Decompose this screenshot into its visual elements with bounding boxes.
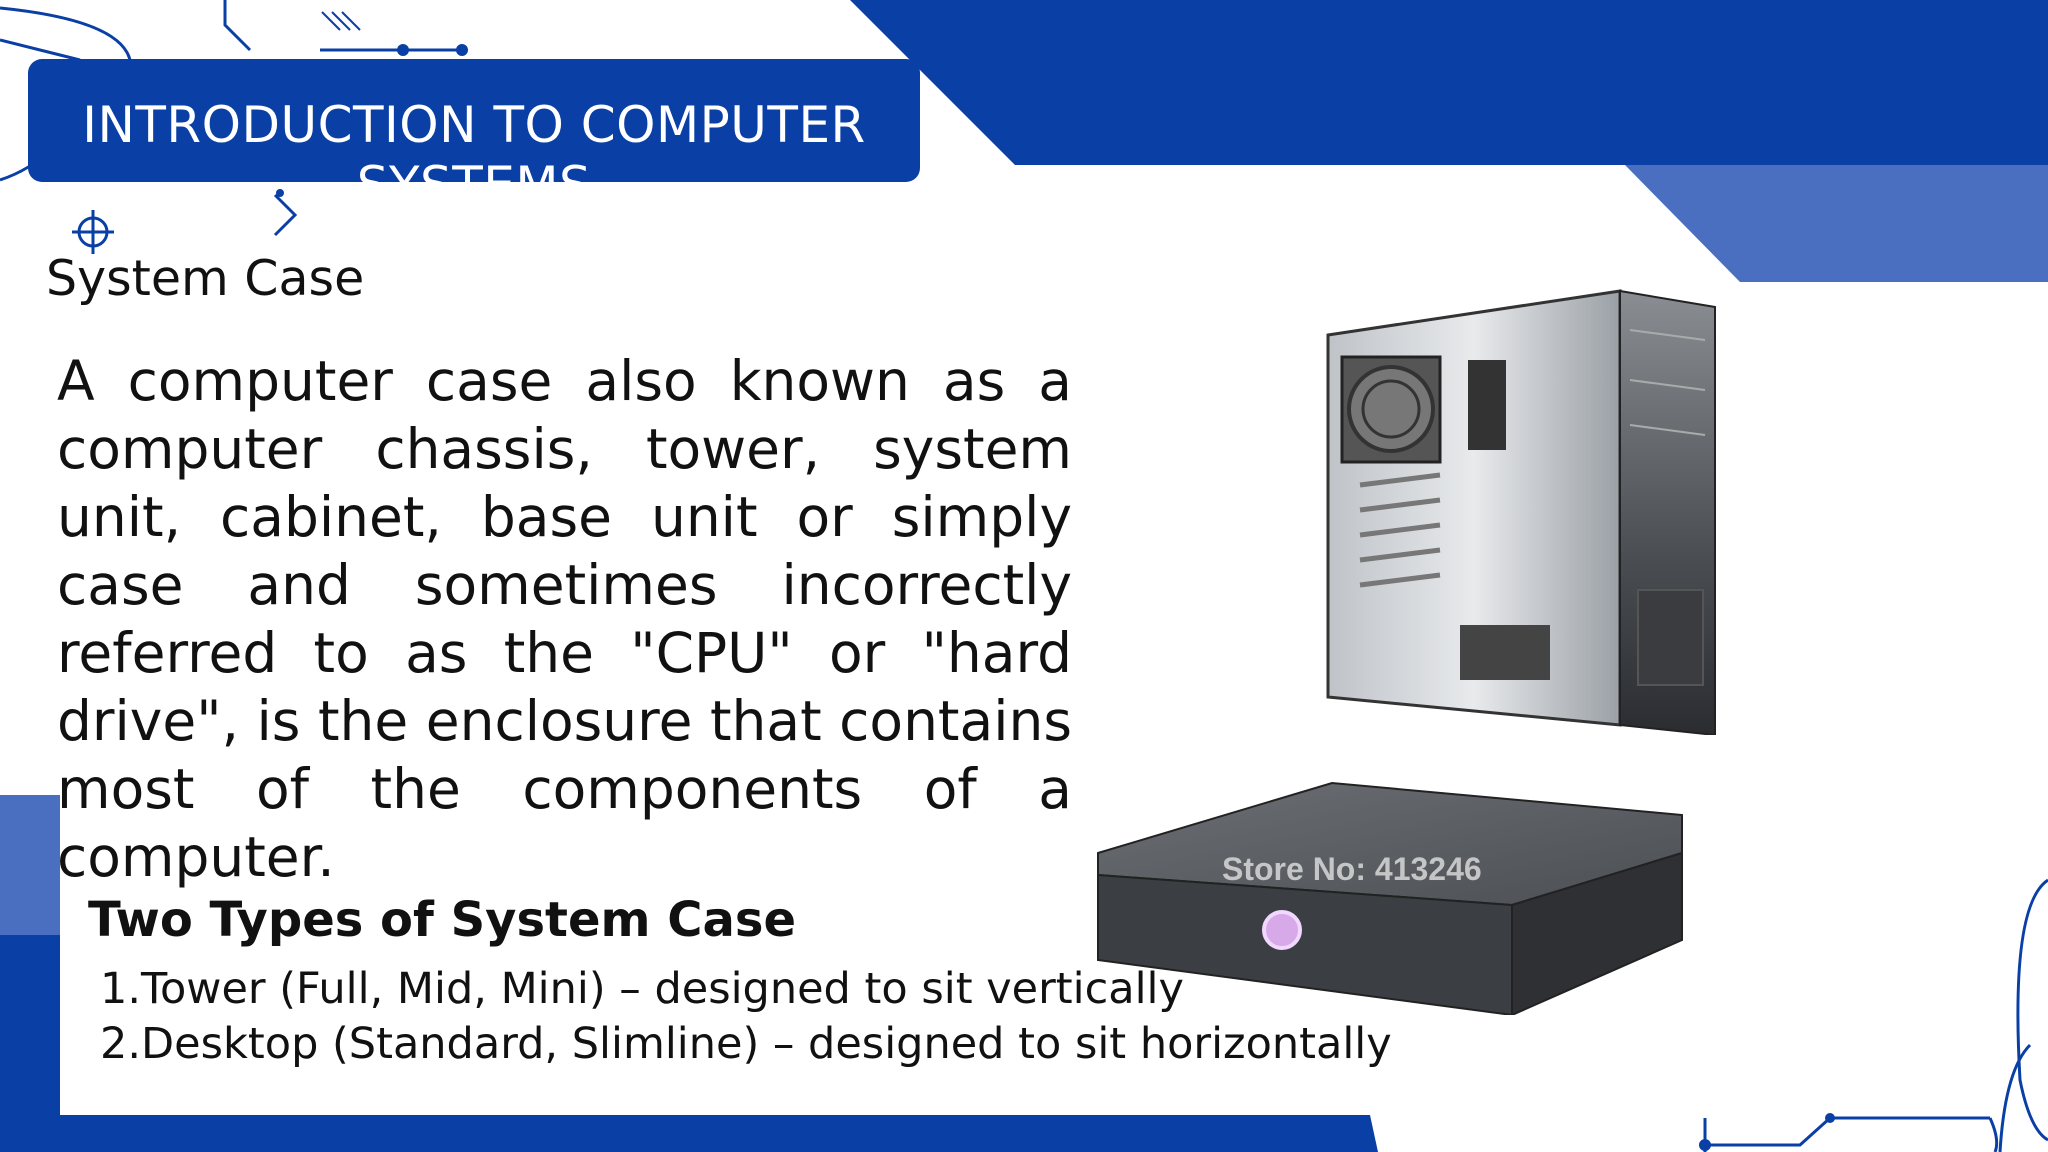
types-heading: Two Types of System Case [88,892,796,948]
dots-top-left [276,44,468,197]
right-accent-band [1625,165,2048,282]
watermark-text: Store No: 413246 [1222,851,1482,887]
circuit-decoration-bottom-right [1703,878,2048,1152]
slide-title: INTRODUCTION TO COMPUTER SYSTEMS [82,96,866,182]
definition-paragraph: A computer case also known as a computer… [57,349,1072,889]
content-card [60,795,1370,1115]
tower-case-image [1326,289,1716,735]
desktop-case-image: Store No: 413246 [1097,781,1683,1015]
list-item-tower: 1.Tower (Full, Mid, Mini) – designed to … [100,964,1184,1014]
dots-bottom-right [1699,1113,1835,1151]
top-right-band [850,0,2048,165]
hatch-top-left [321,11,361,31]
left-accent-strip [0,795,60,935]
bottom-band [0,1115,1378,1152]
types-list: 1.Tower (Full, Mid, Mini) – designed to … [100,962,1392,1072]
section-subtitle: System Case [46,250,365,307]
title-banner: INTRODUCTION TO COMPUTER SYSTEMS [28,59,920,182]
list-item-desktop: 2.Desktop (Standard, Slimline) – designe… [100,1019,1392,1069]
